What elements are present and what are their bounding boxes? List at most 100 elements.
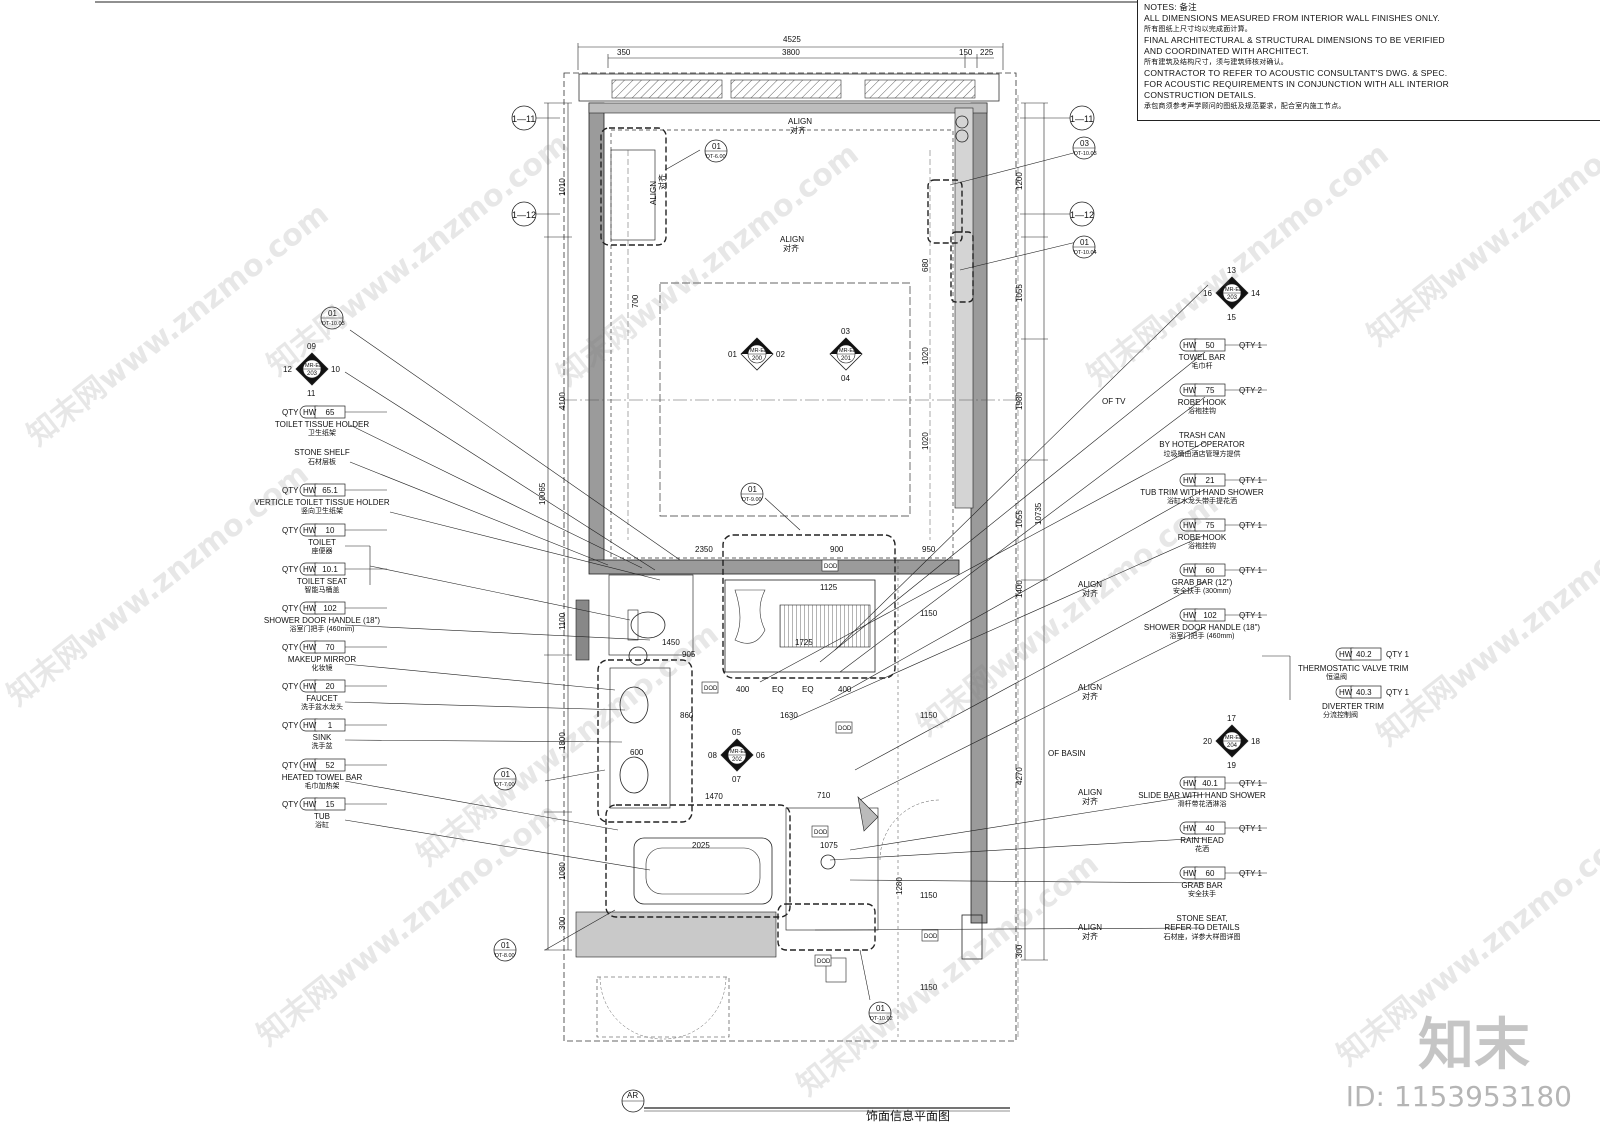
asset-id-label: ID: 1153953180	[1345, 1080, 1572, 1113]
align-label-5: ALIGN	[1078, 683, 1102, 692]
entry-wall	[575, 911, 777, 958]
svg-text:203: 203	[307, 371, 318, 377]
callout-cn: 毛巾加热架	[305, 781, 340, 790]
svg-text:11: 11	[307, 389, 316, 398]
section-1-12-left-label: 1—12	[512, 210, 536, 220]
callout-qty: QTY 2	[282, 721, 306, 730]
svg-text:15: 15	[1227, 313, 1236, 322]
of-tv-label: OF TV	[1102, 397, 1126, 406]
callout-cn: 滑杆带花洒淋浴	[1178, 799, 1227, 808]
svg-text:10: 10	[331, 365, 340, 374]
dod-tag-1: DOD	[824, 564, 838, 570]
callout-qty: QTY 1	[282, 800, 306, 809]
callout-en: TOILET TISSUE HOLDER	[275, 420, 369, 429]
callout-cn: 智能马桶盖	[305, 585, 340, 594]
svg-text:DT-9.00: DT-9.00	[742, 497, 762, 503]
callout-cn: 安全扶手	[1188, 889, 1216, 898]
dim-top-d: 225	[980, 48, 994, 57]
svg-text:40.2: 40.2	[1356, 650, 1372, 659]
dim-top-c: 150	[959, 48, 973, 57]
callout-en2: REFER TO DETAILS	[1164, 923, 1239, 932]
dim-right-1200: 1200	[1015, 172, 1024, 190]
callout-cn: 浴室门把手 (460mm)	[1170, 631, 1235, 640]
detail-cloud-seat	[777, 903, 876, 951]
callout-en: GRAB BAR (12")	[1172, 578, 1233, 587]
notes-line: CONTRACTOR TO REFER TO ACOUSTIC CONSULTA…	[1144, 68, 1448, 78]
elevation-marker-200: MR-EL 200 01 02	[728, 337, 785, 371]
detail-cloud-tub	[605, 804, 791, 918]
dim-inner-1725: 1725	[795, 638, 813, 647]
brand-watermark: 知末	[1418, 1013, 1530, 1078]
callout-code: 102	[323, 604, 337, 613]
window-frame-mid	[730, 79, 842, 99]
svg-text:01: 01	[876, 1004, 885, 1013]
callout-qty: QTY 1	[1239, 824, 1263, 833]
callout-cn: 浴缸水龙头带手提花洒	[1167, 496, 1237, 505]
ar-label: AR	[627, 1091, 638, 1100]
callout-cn: 卫生纸架	[308, 428, 336, 437]
dim-inner-905: 905	[682, 650, 696, 659]
svg-text:MR-EL: MR-EL	[730, 749, 747, 755]
svg-text:40.3: 40.3	[1356, 688, 1372, 697]
callout-cn: 浴室门把手 (460mm)	[290, 624, 355, 633]
dim-top-b: 3800	[782, 48, 800, 57]
window-frame-left	[611, 79, 723, 99]
wc-cubicle	[608, 574, 694, 656]
general-notes-panel: NOTES: 备注 ALL DIMENSIONS MEASURED FROM I…	[1137, 0, 1600, 121]
svg-text:MR-EL: MR-EL	[1225, 287, 1242, 293]
dim-right-300: 300	[1015, 944, 1024, 958]
callout-en: ROBE HOOK	[1178, 533, 1227, 542]
align-label-2: ALIGN	[649, 181, 658, 205]
callout-en: RAIN HEAD	[1180, 836, 1224, 845]
dim-inner-1470: 1470	[705, 792, 723, 801]
dim-inner-1150c: 1150	[920, 891, 938, 900]
dim-left-overall: 10065	[538, 482, 547, 505]
dim-inner-1630: 1630	[780, 711, 798, 720]
callout-qty: QTY 1	[282, 643, 306, 652]
svg-text:204: 204	[1227, 743, 1238, 749]
dod-tag-5: DOD	[817, 959, 831, 965]
callout-code: 102	[1203, 611, 1217, 620]
detail-cloud-desk	[600, 127, 667, 246]
dim-right-4270: 4270	[1015, 767, 1024, 785]
callout-qty: QTY 1	[282, 565, 306, 574]
dim-inner-600: 600	[630, 748, 644, 757]
callout-code: 40.1	[1202, 779, 1218, 788]
detail-cloud-vanity	[597, 659, 693, 823]
svg-text:MR-EL: MR-EL	[305, 363, 322, 369]
dim-inner-680: 680	[921, 258, 930, 272]
callout-en: SINK	[313, 733, 332, 742]
dim-inner-1450: 1450	[662, 638, 680, 647]
dod-tag-2: DOD	[704, 686, 718, 692]
dim-inner-eq2: EQ	[802, 685, 814, 694]
callout-cn: 浴缸	[315, 820, 329, 829]
svg-text:03: 03	[841, 327, 850, 336]
callout-hw: HW	[1183, 476, 1197, 485]
dod-tag-4: DOD	[814, 830, 828, 836]
callout-code: 20	[326, 682, 335, 691]
callout-hw: HW	[1183, 824, 1197, 833]
callout-qty: QTY 1	[1239, 566, 1263, 575]
dim-inner-eq1: EQ	[772, 685, 784, 694]
callout-qty: QTY 1	[1239, 521, 1263, 530]
svg-text:DT-10.03: DT-10.03	[1074, 151, 1097, 157]
dim-top-a: 350	[617, 48, 631, 57]
callout-qty: QTY 1	[282, 604, 306, 613]
callout-hw: HW	[303, 565, 317, 574]
elevation-marker-203-left: MR-EL 203 09 12 10 11	[283, 342, 340, 398]
callout-code: 10	[326, 526, 335, 535]
svg-text:202: 202	[732, 757, 743, 763]
dim-inner-1150b: 1150	[920, 711, 938, 720]
elevation-markers: MR-EL 200 01 02 MR-EL 201 03 04 MR-EL 20…	[283, 266, 1260, 784]
dim-inner-700: 700	[631, 294, 640, 308]
callout-qty: QTY 1	[282, 408, 306, 417]
dim-inner-950: 950	[922, 545, 936, 554]
callout-code: 60	[1206, 869, 1215, 878]
